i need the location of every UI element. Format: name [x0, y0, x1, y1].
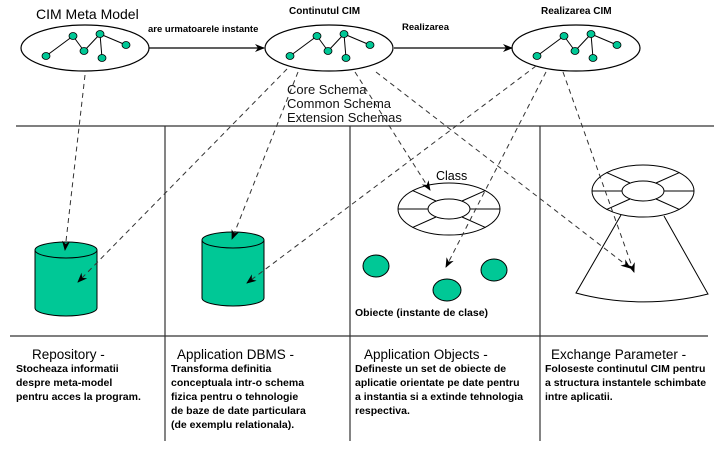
column-description: Transforma definitia conceptuala intr-o … — [171, 362, 349, 432]
desc-line: conceptuala intr-o schema — [171, 376, 349, 390]
graph-node-icon — [313, 33, 321, 40]
graph-node-icon — [560, 33, 568, 40]
desc-line: fizica pentru o tehnologie — [171, 390, 349, 404]
schema-core: Core Schema — [287, 83, 402, 97]
desc-line: a instantia si a extinde tehnologia — [355, 390, 539, 404]
desc-line: de baze de date particulara — [171, 404, 349, 418]
schema-list: Core Schema Common Schema Extension Sche… — [287, 83, 402, 125]
graph-node-icon — [587, 31, 595, 38]
realization-title: Realizarea CIM — [541, 6, 612, 17]
graph-node-icon — [96, 31, 104, 38]
desc-line: Foloseste continutul CIM pentru — [545, 362, 725, 376]
graph-node-icon — [98, 55, 106, 62]
desc-line: a structura instantele schimbate — [545, 376, 725, 390]
dashed-arrow-content-to-exchange — [376, 72, 630, 268]
column-description: Foloseste continutul CIM pentru a struct… — [545, 362, 725, 404]
desc-line: pentru acces la program. — [16, 390, 164, 404]
arrow-instances-label: are urmatoarele instante — [148, 24, 258, 35]
column-title: Repository - — [16, 347, 164, 362]
graph-node-icon — [613, 42, 621, 49]
graph-node-icon — [340, 31, 348, 38]
graph-node-icon — [533, 53, 541, 60]
repository-database-icon — [35, 242, 97, 316]
exchange-fan-icon — [576, 215, 708, 302]
desc-line: respectiva. — [355, 404, 539, 418]
column-description: Stocheaza informatii despre meta-model p… — [16, 362, 164, 404]
object-instances — [363, 255, 507, 301]
graph-node-icon — [589, 55, 597, 62]
dbms-database-icon — [202, 232, 264, 306]
desc-line: Defineste un set de obiecte de — [355, 362, 539, 376]
column-title: Application Objects - — [355, 347, 539, 362]
graph-node-icon — [69, 33, 77, 40]
object-icon — [363, 255, 389, 277]
desc-line: despre meta-model — [16, 376, 164, 390]
content-ellipse — [265, 25, 393, 71]
column-repository: Repository - Stocheaza informatii despre… — [16, 347, 164, 404]
desc-line: intre aplicatii. — [545, 390, 725, 404]
graph-node-icon — [80, 48, 88, 55]
column-application-objects: Application Objects - Defineste un set d… — [355, 347, 539, 418]
column-exchange-parameter: Exchange Parameter - Foloseste continutu… — [545, 347, 725, 404]
class-label: Class — [436, 169, 467, 183]
column-title: Exchange Parameter - — [545, 347, 725, 362]
arrow-realization-label: Realizarea — [402, 22, 449, 33]
exchange-class-wheel-icon — [592, 165, 694, 217]
graph-node-icon — [286, 53, 294, 60]
dashed-arrow-meta-to-repository — [65, 75, 85, 250]
graph-node-icon — [122, 42, 130, 49]
column-application-dbms: Application DBMS - Transforma definitia … — [171, 347, 349, 432]
objects-label: Obiecte (instante de clase) — [355, 307, 488, 319]
column-description: Defineste un set de obiecte de aplicatie… — [355, 362, 539, 418]
desc-line: Transforma definitia — [171, 362, 349, 376]
graph-node-icon — [342, 55, 350, 62]
graph-node-icon — [42, 53, 50, 60]
graph-node-icon — [366, 42, 374, 49]
graph-node-icon — [324, 48, 332, 55]
realization-ellipse — [512, 25, 640, 71]
schema-common: Common Schema — [287, 97, 402, 111]
meta-model-ellipse — [21, 25, 149, 71]
desc-line: aplicatie orientate pe date pentru — [355, 376, 539, 390]
desc-line: (de exemplu relationala). — [171, 418, 349, 432]
desc-line: Stocheaza informatii — [16, 362, 164, 376]
content-title: Continutul CIM — [289, 6, 360, 17]
column-title: Application DBMS - — [171, 347, 349, 362]
meta-model-title: CIM Meta Model — [36, 6, 139, 22]
class-wheel-icon — [398, 183, 500, 235]
object-icon — [481, 259, 507, 281]
graph-node-icon — [571, 48, 579, 55]
schema-extension: Extension Schemas — [287, 111, 402, 125]
object-icon — [433, 279, 461, 301]
